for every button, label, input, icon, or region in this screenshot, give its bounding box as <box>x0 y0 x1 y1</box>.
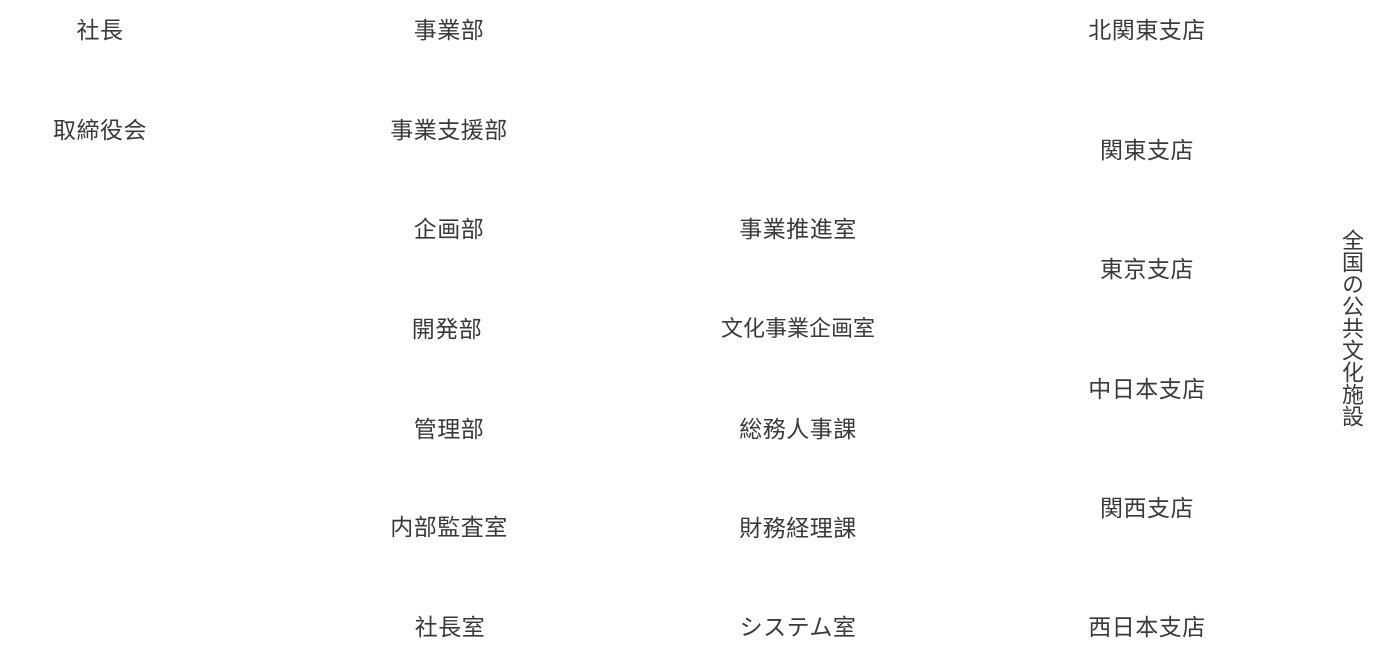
branch-north-kanto: 北関東支店 <box>1088 18 1206 44</box>
dept-internal-audit: 内部監査室 <box>390 515 508 541</box>
public-cultural-facilities-label: 全国の公共文化施設 <box>1338 229 1363 427</box>
dept-president-office: 社長室 <box>414 615 486 641</box>
section-finance-accounting: 財務経理課 <box>739 516 857 542</box>
section-system: システム室 <box>739 615 857 641</box>
dept-development: 開発部 <box>411 317 483 343</box>
dept-business: 事業部 <box>413 18 485 44</box>
board-label: 取締役会 <box>53 118 147 144</box>
branch-central-japan: 中日本支店 <box>1088 377 1206 403</box>
branch-kansai: 関西支店 <box>1100 496 1194 522</box>
dept-management: 管理部 <box>413 417 485 443</box>
section-culture-planning: 文化事業企画室 <box>720 317 876 342</box>
section-business-promotion: 事業推進室 <box>739 217 857 243</box>
dept-business-support: 事業支援部 <box>390 118 508 144</box>
branch-tokyo: 東京支店 <box>1100 257 1194 283</box>
branch-west-japan: 西日本支店 <box>1088 615 1206 641</box>
branch-kanto: 関東支店 <box>1100 138 1194 164</box>
president-label: 社長 <box>76 18 124 44</box>
section-general-affairs-hr: 総務人事課 <box>739 417 857 443</box>
dept-planning: 企画部 <box>413 217 485 243</box>
